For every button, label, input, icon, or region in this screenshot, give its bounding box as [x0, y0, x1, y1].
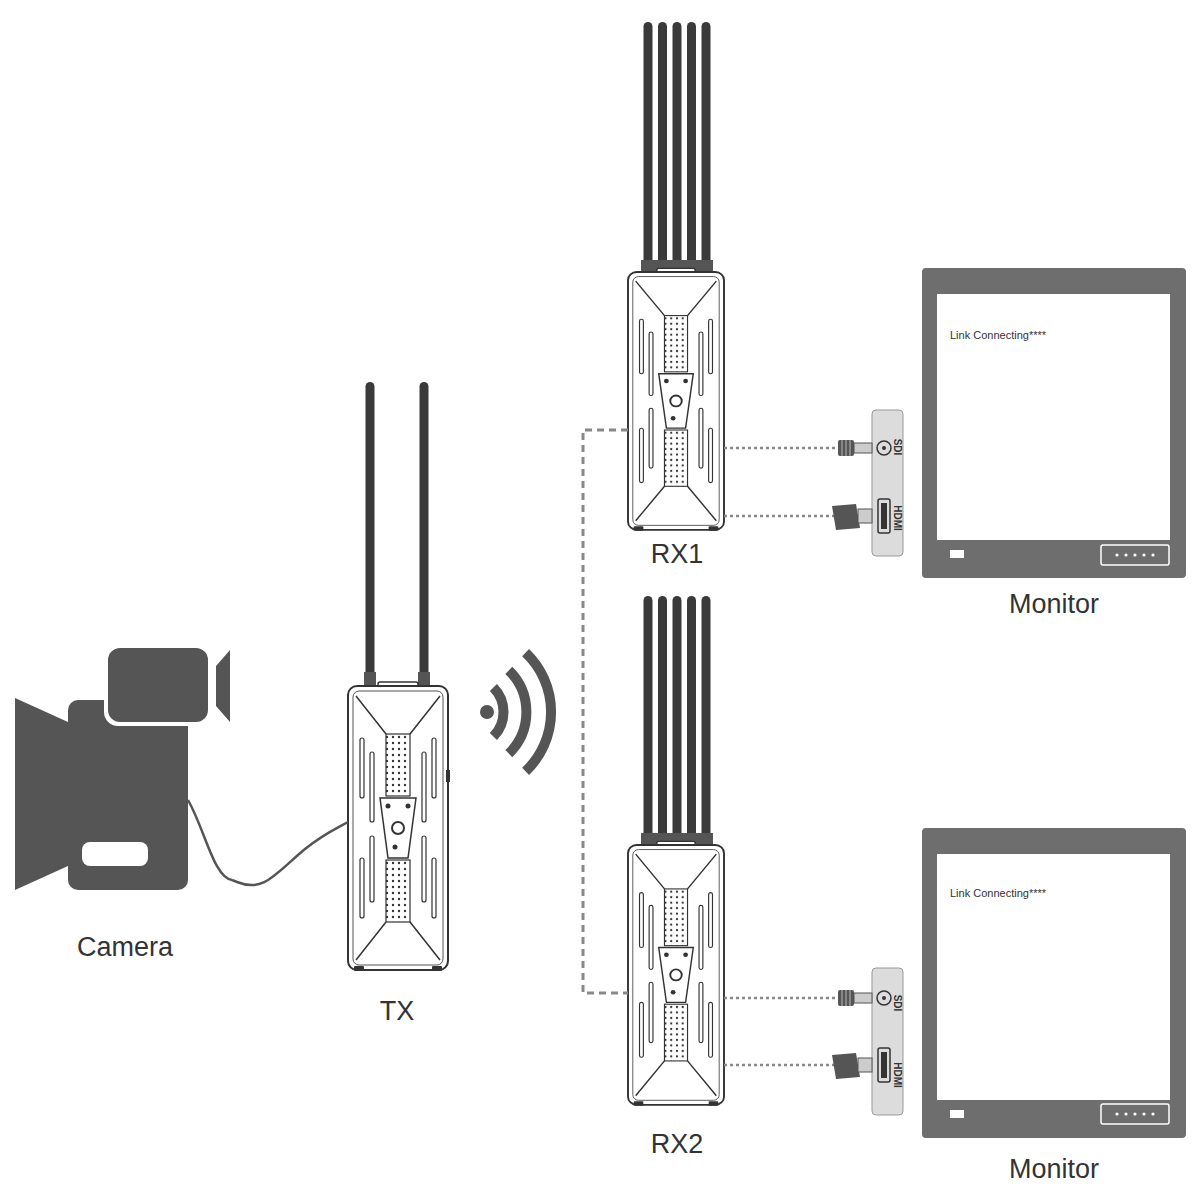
monitor-node: Link Connecting****Monitor	[922, 828, 1186, 1138]
monitor-node: Link Connecting****Monitor	[922, 268, 1186, 578]
screen-message: Link Connecting****	[950, 887, 1046, 899]
port-panel: SDI HDMI	[872, 410, 903, 556]
camera-eyepiece	[216, 650, 230, 722]
camera-body	[68, 700, 188, 890]
device-label: TX	[380, 997, 415, 1027]
receiver-node: RX1	[628, 272, 724, 530]
camera-cable	[232, 822, 348, 885]
monitor-2	[922, 828, 1186, 1138]
camera-cable-stub	[188, 800, 232, 880]
sdi-plug-1	[838, 440, 872, 456]
rx2-unit	[628, 841, 724, 1105]
device-label: Monitor	[1009, 590, 1099, 620]
port-label: SDI	[892, 995, 903, 1012]
device-label: RX2	[651, 1130, 704, 1160]
camera-slot	[82, 842, 148, 866]
screen-message: Link Connecting****	[950, 329, 1046, 341]
tx-side-port	[446, 770, 450, 782]
sdi-plug-2	[838, 990, 872, 1006]
rx1-unit	[628, 268, 724, 530]
wireless-symbol	[480, 653, 551, 772]
hdmi-plug-2	[832, 1053, 872, 1079]
port-label: SDI	[892, 439, 903, 456]
rx2-antennas	[641, 596, 713, 850]
rx1-antennas	[641, 22, 713, 276]
port-panel-1	[872, 410, 903, 556]
port-label: HDMI	[892, 1062, 903, 1088]
device-label: RX1	[651, 540, 704, 570]
camera-viewfinder	[108, 648, 208, 722]
camera-node: Camera	[15, 648, 232, 892]
hdmi-plug-1	[832, 504, 872, 530]
tx-unit	[348, 682, 448, 971]
port-panel-2	[872, 968, 903, 1115]
viewfinder-gap	[104, 644, 212, 726]
receiver-node: RX2	[628, 845, 724, 1105]
camera-lens	[15, 698, 68, 890]
transmitter-node: TX	[348, 686, 448, 970]
camera-icon	[15, 644, 230, 890]
receiver-link	[583, 430, 628, 993]
device-label: Camera	[77, 933, 173, 963]
port-label: HDMI	[892, 505, 903, 531]
tx-antennas	[364, 382, 430, 686]
port-panel: SDI HDMI	[872, 968, 903, 1115]
monitor-1	[922, 268, 1186, 578]
device-label: Monitor	[1009, 1155, 1099, 1185]
